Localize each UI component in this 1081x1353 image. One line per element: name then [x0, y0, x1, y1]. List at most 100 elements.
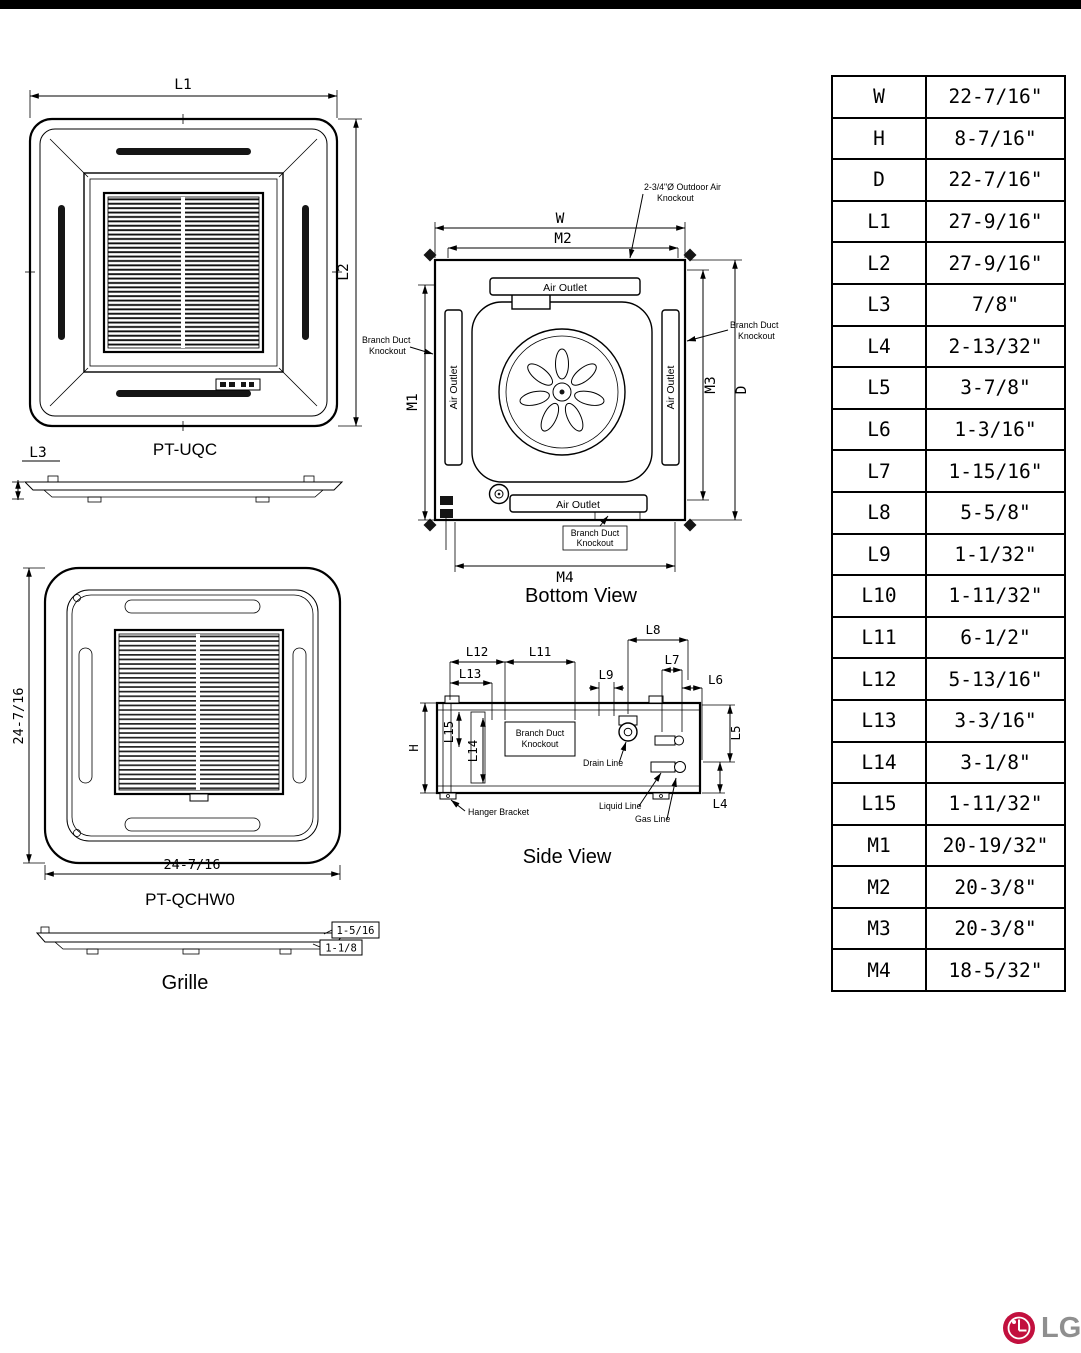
dim-label-w: W: [556, 211, 565, 227]
dimension-value: 1-3/16": [925, 407, 1066, 452]
dim-w: W: [434, 211, 686, 258]
dimension-value: 3-7/8": [925, 366, 1066, 410]
grille-face-diagram: 24-7/16 24-7/16 PT-QCHW0: [11, 566, 342, 909]
dimension-value: 3-1/8": [925, 740, 1066, 785]
dimension-value: 22-7/16": [925, 75, 1066, 119]
dim-l15: L15: [441, 711, 462, 748]
dimension-label: L15: [831, 782, 927, 826]
dimension-label: M1: [831, 823, 927, 868]
outdoor-air-knockout-label-line2: Knockout: [657, 193, 694, 203]
corner-hanger-tab: [683, 248, 697, 262]
grille-height-label: 24-7/16: [11, 688, 27, 745]
dimension-label: M2: [831, 865, 927, 909]
hanger-bracket-top: [648, 695, 664, 704]
dimension-label: L6: [831, 407, 927, 452]
air-outlet-label: Air Outlet: [448, 366, 460, 410]
lg-logo: LG: [1002, 1311, 1081, 1345]
corner-screw: [73, 594, 81, 602]
dim-l4: L4: [702, 761, 728, 811]
cassette-bottom-view-drawing: [423, 248, 697, 550]
top-black-bar: [0, 0, 1081, 9]
dim-label-l2: L2: [336, 263, 352, 280]
branch-duct-knockout-left: Branch Duct Knockout: [362, 335, 434, 356]
liquid-line-label: Liquid Line: [599, 801, 642, 811]
left-vent-slot: [58, 205, 65, 340]
dim-l2: L2: [336, 118, 362, 427]
dim-d: D: [690, 259, 750, 521]
dimension-value: 22-7/16": [925, 158, 1066, 202]
dimension-value: 27-9/16": [925, 241, 1066, 285]
dim-m4: M4: [454, 522, 676, 586]
dim-profile-body: 1-1/8: [312, 939, 363, 956]
bottom-view-diagram: 2-3/4"Ø Outdoor Air Knockout W M2: [362, 182, 779, 607]
dimension-label: L7: [831, 449, 927, 493]
dimension-value: 1-11/32": [925, 782, 1066, 826]
model-label-pt-uqc: PT-UQC: [153, 440, 217, 459]
dim-label-d: D: [734, 386, 750, 395]
dim-label-m2: M2: [554, 231, 571, 247]
cassette-top-view-drawing: [25, 114, 342, 431]
profile-total-label: 1-5/16: [337, 925, 375, 937]
branch-duct-label-line2: Knockout: [369, 346, 406, 356]
dimension-label: L3: [831, 282, 927, 327]
grille-profile-drawing: [35, 926, 347, 955]
pipe-stub: [440, 496, 453, 505]
outdoor-air-knockout-label-line1: 2-3/4"Ø Outdoor Air: [644, 182, 721, 192]
dimension-value: 2-13/32": [925, 324, 1066, 369]
lg-wordmark: LG: [1041, 1311, 1081, 1344]
bottom-view-caption: Bottom View: [525, 585, 637, 607]
bottom-vane-slot: [124, 817, 261, 832]
dimension-value: 5-5/8": [925, 490, 1066, 535]
drain-line-callout: Drain Line: [583, 741, 627, 768]
air-outlet-label: Air Outlet: [665, 366, 677, 410]
drain-line-label: Drain Line: [583, 758, 623, 768]
corner-hanger-tab: [423, 248, 437, 262]
hanger-bracket-foot: [652, 792, 670, 800]
dimension-label: L2: [831, 241, 927, 285]
dimension-label: M4: [831, 948, 927, 993]
dim-l3-line: [12, 479, 24, 501]
top-vent-slot: [116, 148, 251, 155]
dimension-value: 5-13/16": [925, 657, 1066, 701]
dimension-label: W: [831, 75, 927, 119]
dim-l12: L12: [449, 644, 506, 720]
dim-l14: L14: [465, 717, 486, 784]
dimension-value: 3-3/16": [925, 698, 1066, 743]
dim-l8: L8: [627, 622, 689, 714]
bottom-vent-slot: [116, 390, 251, 397]
branch-duct-knockout-box: Branch Duct Knockout: [504, 721, 576, 757]
branch-duct-label-line2: Knockout: [738, 331, 775, 341]
dimension-value: 18-5/32": [925, 948, 1066, 993]
dim-grille-width: 24-7/16: [44, 857, 341, 880]
branch-duct-label-line1: Branch Duct: [730, 320, 779, 330]
dimension-label: D: [831, 158, 927, 202]
dim-label-m3: M3: [703, 376, 719, 393]
corner-hanger-tab: [683, 518, 697, 532]
dim-label-l9: L9: [598, 667, 613, 682]
branch-duct-label-line1: Branch Duct: [516, 728, 565, 738]
dimension-value: 7/8": [925, 282, 1066, 327]
air-outlet-bottom: Air Outlet: [509, 494, 648, 513]
grille-profile-diagram: 1-5/16 1-1/8 Grille: [35, 921, 380, 994]
branch-duct-label-line2: Knockout: [577, 538, 614, 548]
branch-duct-label-line1: Branch Duct: [571, 528, 620, 538]
dimension-label: M3: [831, 906, 927, 951]
dimension-value: 1-11/32": [925, 574, 1066, 618]
dimension-label: L5: [831, 366, 927, 410]
side-view-caption: Side View: [523, 846, 612, 868]
grille-latch: [189, 793, 209, 802]
hanger-bracket-top: [444, 695, 460, 704]
